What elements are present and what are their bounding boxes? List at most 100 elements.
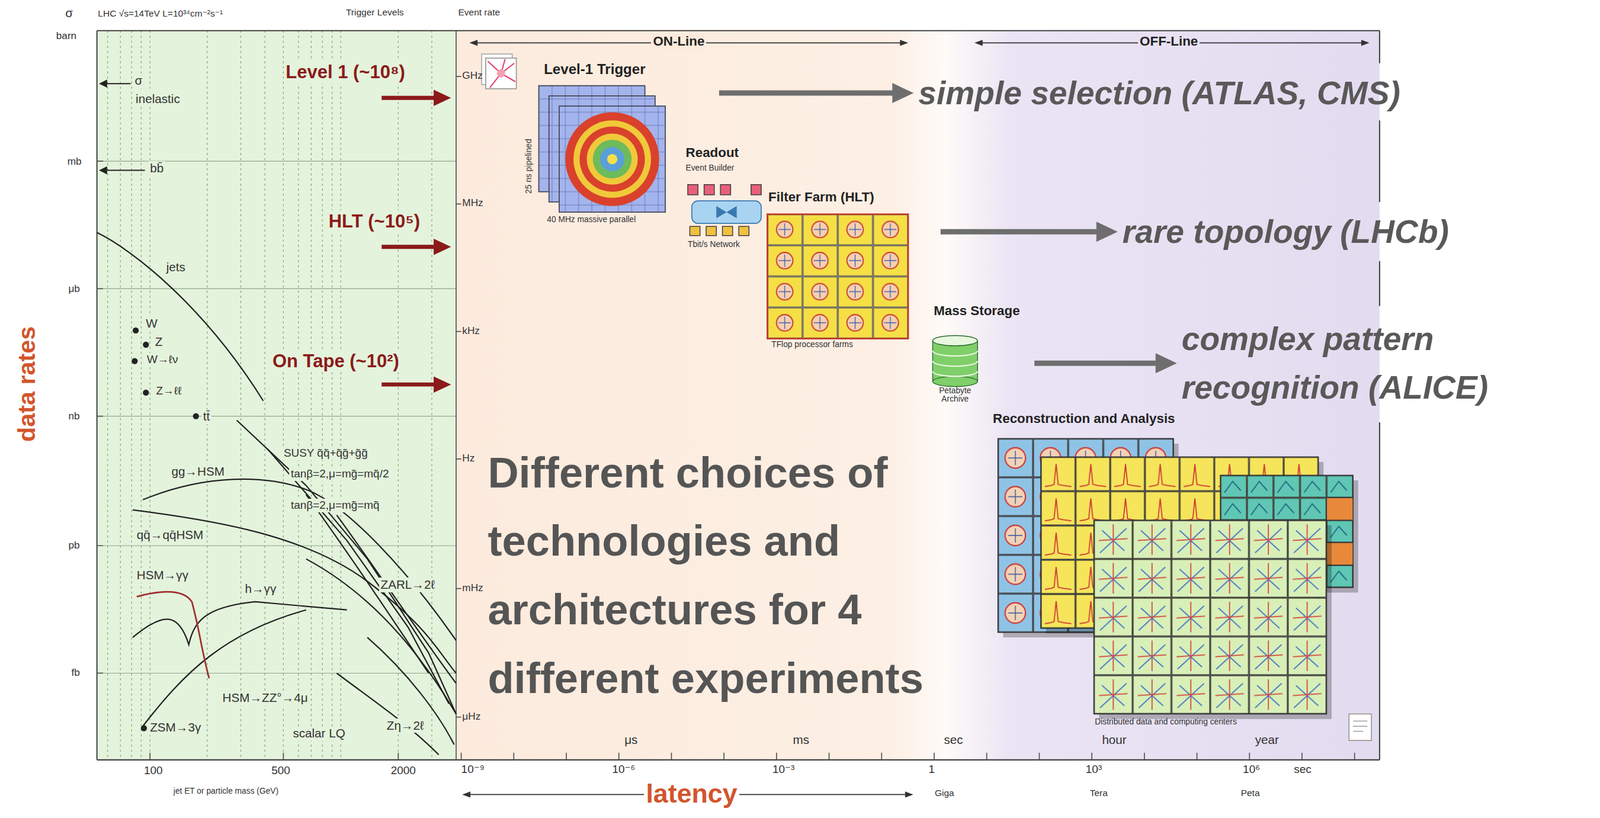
curve-label: Z→ℓℓ [154,384,184,399]
trigger-arrow [381,97,437,385]
rate-ticks [456,76,462,717]
cross-section-curve [336,672,439,755]
time-unit: ms [792,732,810,748]
cross-section-curve [132,510,457,674]
time-unit: hour [1101,732,1127,748]
curve-label: jets [164,260,188,275]
curve-label: SUSY q̃q̃+q̃g̃+g̃g̃ [281,446,370,461]
curve-label: W→ℓν [145,353,180,367]
readout-buffer [687,184,698,195]
region-label: OFF-Line [1137,33,1200,50]
callout-arrow [719,82,914,104]
axis-tick: μb [68,282,80,296]
network-port [689,226,700,236]
detector-ring [573,120,652,198]
document-icon [1352,720,1368,731]
axis-tick: pb [68,539,80,552]
trigger-layer [559,106,666,213]
readout-buffer [720,184,731,195]
curve-label: σ [132,73,144,89]
trigger-stage: Level-1 Trigger 25 ns pipelined 40 MHz mas… [479,53,718,229]
curve-label: W [143,316,160,332]
span-arrow [468,42,1364,795]
detector-ring [586,133,638,185]
trigger-level-label: On Tape (~10²) [270,350,402,373]
arrow-shaft [1034,360,1157,367]
curve-label: h→γγ [242,581,278,597]
axis-ticks [97,161,1355,761]
stage-title: Level-1 Trigger [543,61,646,79]
scale-label: Giga [934,787,955,800]
axis-tick: 1 [928,762,936,777]
cross-section-curve [267,449,450,704]
stage-title: Readout [685,145,740,162]
callout-text: rare topology (LHCb) [1122,212,1449,252]
detector-ring [592,139,632,179]
stage-note: 25 ns pipelined [524,139,535,195]
cross-section-curve [336,515,457,684]
data-point [142,389,149,396]
cross-section-curve [132,601,348,645]
stage-title: Mass Storage [933,303,1021,320]
data-point [142,341,149,348]
arrowhead [892,82,914,104]
stage-note: Petabyte Archive [926,386,984,404]
curve-label: ZARL→2ℓ [379,577,438,593]
header-text: Event rate [457,7,500,19]
time-unit: year [1255,732,1279,748]
scale-label: Peta [1241,787,1260,800]
detector-ring [607,154,618,165]
axis-tick: sec [1293,762,1311,777]
cross-section-curve [136,591,210,679]
experiment-callout: rare topology (LHCb) [1122,212,1449,252]
header-text: LHC √s=14TeV L=10³⁴cm⁻²s⁻¹ [97,8,223,20]
detector-ring [565,111,659,206]
data-point [131,357,138,364]
readout-stage: ReadoutEvent BuilderTbit/s Network [681,142,764,255]
callout-text: simple selection (ATLAS, CMS) [918,73,1400,113]
switch-symbol [716,206,737,219]
time-unit: sec [943,732,963,748]
rate-tick: kHz [462,324,480,338]
storage-disk [932,340,978,382]
stage-note: 40 MHz massive parallel [546,215,636,226]
reconstruction-stage: Reconstruction and AnalysisDistributed d… [989,408,1373,733]
curve-label: tt̄ [201,409,212,425]
axis-tick: nb [68,409,80,423]
data-point [132,327,139,334]
plot-panel [97,30,457,761]
cross-section-curve [142,610,307,727]
curve-label: inelastic [133,91,182,107]
curve-label: tanβ=2,μ=mg̃=mq̃ [289,498,382,513]
rate-tick: μHz [462,710,481,723]
axis-tick: 10³ [1085,762,1102,777]
axis-tick: 10⁶ [1242,762,1260,777]
trigger-arrowhead [433,90,451,393]
event-display [485,58,517,89]
stage-note: Event Builder [685,163,735,174]
header-text: Trigger Levels [345,7,404,19]
document-icon [1348,713,1372,741]
cross-section-curve [97,232,264,402]
time-unit: μs [624,732,638,748]
stage-note: Tbit/s Network [687,239,740,250]
experiment-callout: simple selection (ATLAS, CMS) [918,73,1400,113]
filter-farm-stage: Filter Farm (HLT)TFlop processor farms [765,188,939,352]
curve-label: gg→HSM [169,464,227,480]
axis-tick: 10⁻⁹ [461,762,485,777]
callout-arrow [940,221,1118,242]
computing-panel [1094,520,1327,714]
network-port [738,226,749,236]
axis-title: latency [643,777,739,810]
storage-disk [932,376,978,387]
computing-cell [1326,497,1353,521]
grid-line [97,161,457,673]
callout-text: complex pattern recognition (ALICE) [1181,314,1600,413]
panel-divider [455,30,457,761]
curve-label: HSM→γγ [135,568,191,583]
axis-tick: barn [56,29,77,43]
arrowhead [1096,221,1118,242]
stage-title: Filter Farm (HLT) [768,189,875,206]
curve-label: Zη→2ℓ [385,718,426,734]
